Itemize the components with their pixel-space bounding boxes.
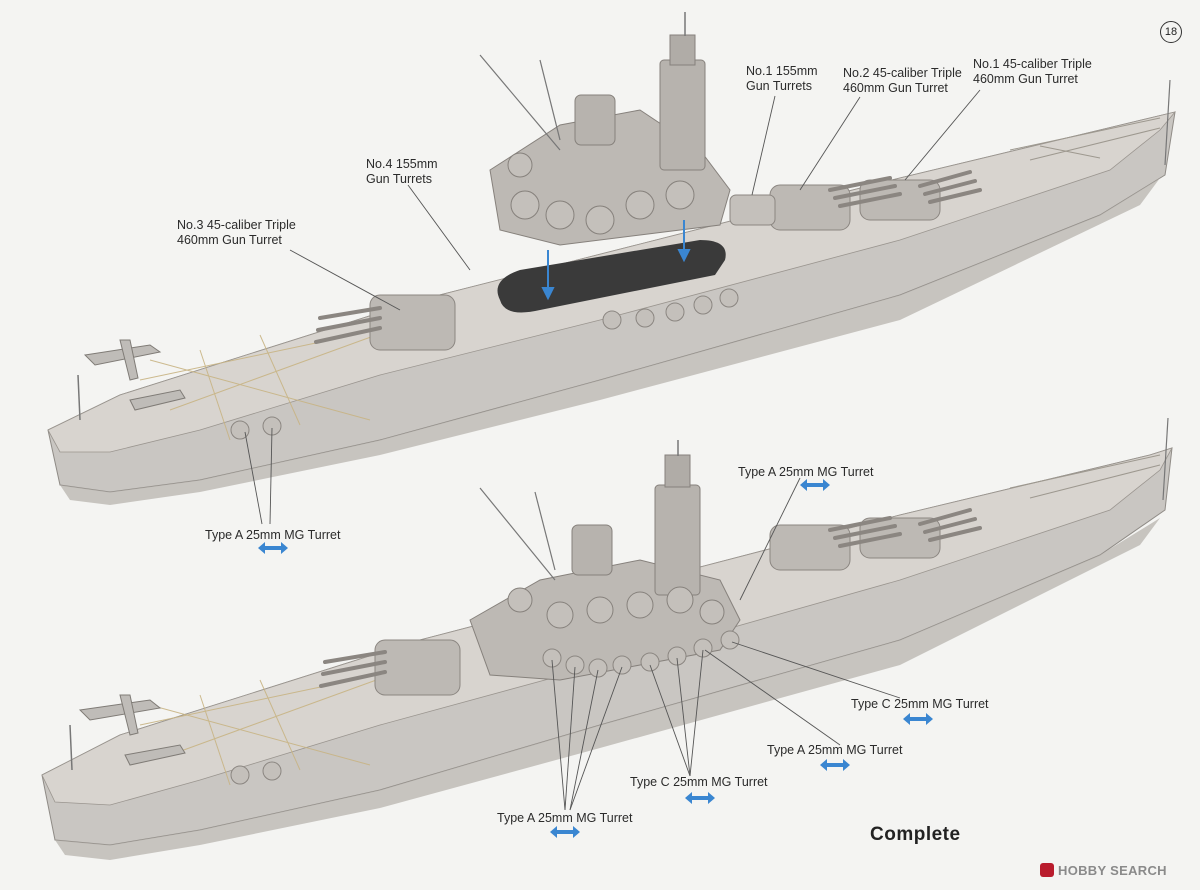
label-no1-460mm-gun-turret: No.1 45-caliber Triple 460mm Gun Turret (973, 57, 1092, 87)
label-line: Gun Turrets (366, 172, 432, 186)
double-arrow-icon (258, 542, 288, 554)
label-type-c-mg-turret-right: Type C 25mm MG Turret (851, 697, 989, 711)
label-line: 460mm Gun Turret (973, 72, 1078, 86)
label-line: Gun Turrets (746, 79, 812, 93)
double-arrow-icon (800, 479, 830, 491)
page-number: 18 (1160, 21, 1182, 43)
label-no2-460mm-gun-turret: No.2 45-caliber Triple 460mm Gun Turret (843, 66, 962, 96)
top-deck-opening (497, 240, 726, 313)
label-no3-460mm-gun-turret: No.3 45-caliber Triple 460mm Gun Turret (177, 218, 296, 248)
label-line: 460mm Gun Turret (177, 233, 282, 247)
label-line: No.4 155mm (366, 157, 438, 171)
watermark-text: HOBBY SEARCH (1058, 862, 1167, 878)
complete-title: Complete (870, 824, 961, 845)
double-arrow-icon (903, 713, 933, 725)
top-ship (47, 12, 1177, 505)
label-no1-155mm-gun-turrets: No.1 155mm Gun Turrets (746, 64, 818, 94)
label-type-a-mg-turret-right-top: Type A 25mm MG Turret (738, 465, 874, 479)
down-arrow-icon (541, 220, 691, 301)
label-line: 460mm Gun Turret (843, 81, 948, 95)
hobby-search-logo: HOBBY SEARCH (1040, 861, 1167, 879)
double-arrow-icon (685, 792, 715, 804)
label-no4-155mm-gun-turrets: No.4 155mm Gun Turrets (366, 157, 438, 187)
label-type-a-mg-turret-top: Type A 25mm MG Turret (205, 528, 341, 542)
hobby-search-logo-icon (1040, 863, 1054, 877)
leader-lines (244, 89, 981, 811)
label-line: No.1 45-caliber Triple (973, 57, 1092, 71)
label-type-a-mg-turret-bottom: Type A 25mm MG Turret (497, 811, 633, 825)
label-line: No.2 45-caliber Triple (843, 66, 962, 80)
bottom-ship (41, 417, 1173, 860)
label-line: No.3 45-caliber Triple (177, 218, 296, 232)
label-type-a-mg-turret-right-mid: Type A 25mm MG Turret (767, 743, 903, 757)
label-line: No.1 155mm (746, 64, 818, 78)
label-type-c-mg-turret-bottom: Type C 25mm MG Turret (630, 775, 768, 789)
double-arrow-icon (820, 759, 850, 771)
double-arrow-icon (550, 826, 580, 838)
